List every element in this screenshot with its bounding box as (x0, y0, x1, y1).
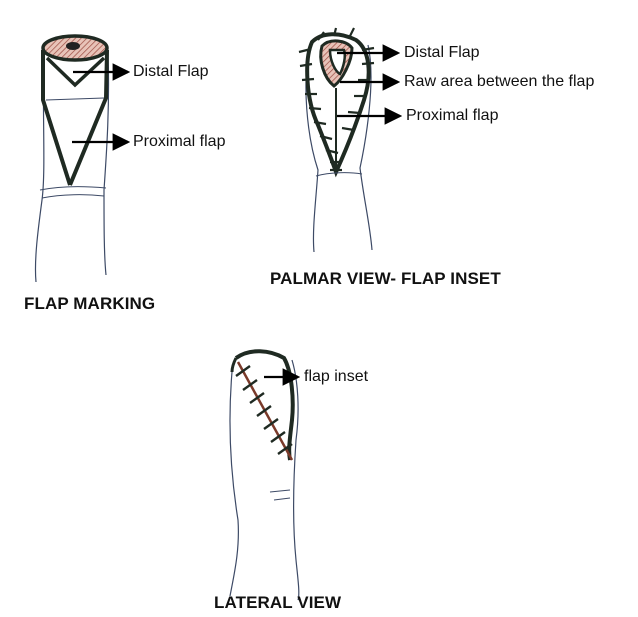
palmar-distal-flap-label: Distal Flap (404, 44, 480, 62)
palmar-proximal-flap-label: Proximal flap (406, 107, 498, 125)
lateral-view-finger (230, 351, 299, 600)
flap-inset-label: flap inset (304, 368, 368, 386)
nail-dot (66, 42, 80, 50)
lateral-view-caption: LATERAL VIEW (214, 593, 341, 613)
flap-marking-arrows (72, 72, 128, 142)
proximal-flap-label: Proximal flap (133, 133, 225, 151)
palmar-view-caption: PALMAR VIEW- FLAP INSET (270, 269, 501, 289)
palmar-view-finger (299, 28, 374, 252)
flap-marking-caption: FLAP MARKING (24, 294, 155, 314)
distal-flap-label: Distal Flap (133, 63, 209, 81)
raw-area-label: Raw area between the flap (404, 73, 594, 91)
